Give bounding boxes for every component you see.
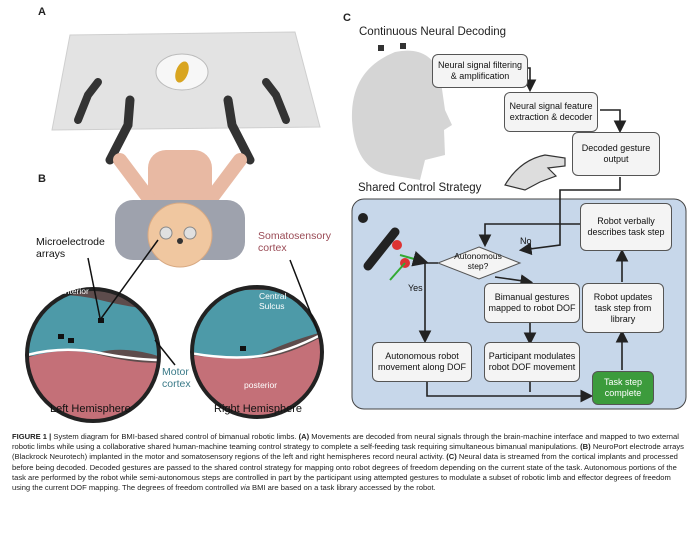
robot-table-illustration (51, 31, 321, 165)
panel-a-label: A (38, 6, 46, 18)
caption-c-text: Neural data is streamed from the cortica… (12, 452, 678, 493)
robot-verbally-box: Robot verbally describes task step (580, 203, 672, 251)
flow-arrows (418, 67, 629, 403)
caption-b-tag: (B) (580, 442, 591, 452)
no-label: No (520, 236, 532, 246)
panel-b-label: B (38, 173, 46, 185)
panel-c-label: C (343, 12, 351, 24)
robot-arm-icon (358, 213, 429, 281)
decision-label: Autonomous step? (454, 251, 502, 271)
decoded-gesture-box: Decoded gesture output (572, 132, 660, 176)
motor-cortex-label: Motor cortex (162, 366, 191, 390)
participant-modulates-box: Participant modulates robot DOF movement (484, 342, 580, 382)
head-silhouette (351, 43, 452, 180)
caption-b-text: NeuroPort electrode arrays (Blackrock Ne… (12, 442, 684, 462)
decision-diamond (436, 246, 522, 280)
task-complete-box: Task step complete (592, 371, 654, 405)
participant-illustration (113, 150, 247, 268)
bimanual-gestures-box: Bimanual gestures mapped to robot DOF (484, 283, 580, 323)
figure-caption: FIGURE 1 | System diagram for BMI-based … (12, 432, 688, 493)
left-hemisphere-image (25, 287, 161, 423)
right-hemisphere-image (190, 285, 324, 419)
leader-lines (87, 239, 319, 366)
posterior-label: posterior (244, 380, 278, 390)
caption-a-tag: (A) (298, 432, 310, 441)
hand-icon (504, 154, 566, 191)
caption-end-text: BMI are based on a task library accessed… (249, 483, 436, 493)
continuous-decoding-header: Continuous Neural Decoding (359, 26, 507, 38)
caption-title-rest: System diagram for BMI-based shared cont… (53, 432, 299, 441)
feature-extraction-box: Neural signal feature extraction & decod… (504, 92, 598, 132)
anterior-label: anterior (60, 286, 89, 296)
filtering-box: Neural signal filtering & amplification (432, 54, 528, 88)
microelectrode-label: Microelectrode arrays (36, 236, 105, 260)
autonomous-movement-box: Autonomous robot movement along DOF (372, 342, 472, 382)
robot-updates-box: Robot updates task step from library (582, 283, 664, 333)
caption-via: via (240, 483, 250, 493)
caption-a-text: Movements are decoded from neural signal… (12, 432, 679, 452)
shared-control-header: Shared Control Strategy (358, 182, 482, 194)
caption-c-tag: (C) (446, 452, 457, 462)
caption-title: FIGURE 1 | (12, 432, 54, 441)
left-hemisphere-label: Left Hemisphere (50, 403, 131, 415)
yes-label: Yes (408, 283, 423, 293)
central-sulcus-label: Central Sulcus (259, 291, 287, 311)
right-hemisphere-label: Right Hemisphere (214, 403, 303, 415)
somatosensory-label: Somatosensory cortex (258, 230, 331, 254)
